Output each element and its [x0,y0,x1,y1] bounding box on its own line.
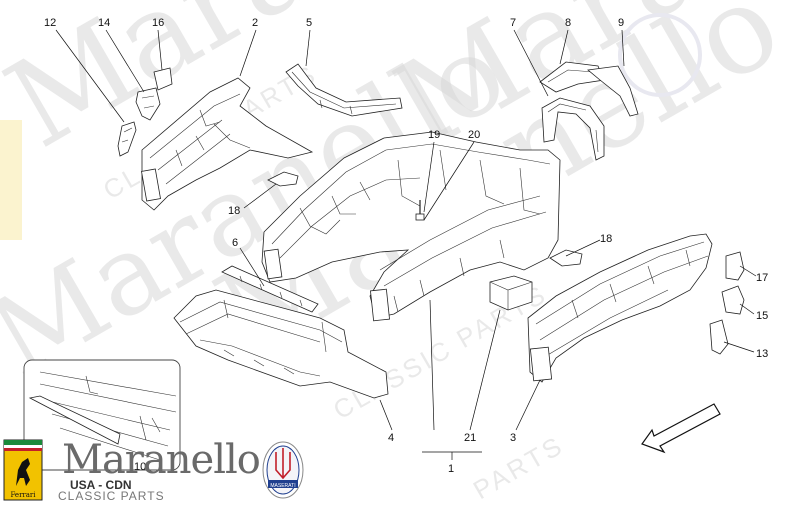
callout-2: 2 [252,17,258,29]
part-5-curved-member [285,63,403,117]
callout-18-upper: 18 [228,205,240,217]
part-13-bracket [709,319,729,355]
ferrari-badge-text: Ferrari [10,491,36,499]
callout-6: 6 [232,237,238,249]
direction-arrow-icon [641,403,721,454]
part-12-bracket [117,121,137,157]
part-9-arch-panel [587,65,639,117]
part-15-bracket [721,285,745,315]
callouts: 12 14 16 2 5 7 8 9 19 20 18 18 6 17 15 1… [44,17,768,475]
part-19-bolt [415,200,425,221]
callout-1: 1 [448,463,454,475]
leader-lines [55,29,757,460]
maserati-badge-text: MASERATI [270,483,295,489]
part-6-crossbar [221,265,319,313]
callout-12: 12 [44,17,56,29]
brand-region: USA - CDN [70,478,132,492]
callout-9: 9 [618,17,624,29]
callout-18-lower: 18 [600,233,612,245]
callout-14: 14 [98,17,110,29]
callout-3: 3 [510,432,516,444]
part-2-left-rail [141,77,314,211]
callout-4: 4 [388,432,394,444]
watermark-subword: PARTS [468,430,569,505]
callout-16: 16 [152,17,164,29]
maserati-badge-icon: MASERATI [262,441,304,499]
callout-15: 15 [756,310,768,322]
callout-19: 19 [428,129,440,141]
maserati-ghost-icon [618,13,702,97]
callout-17: 17 [756,272,768,284]
part-1-front-structure [261,131,561,322]
part-7-wheel-arch [541,97,605,161]
part-14-bracket [135,87,161,121]
callout-13: 13 [756,348,768,360]
part-18-bracket-lower [549,249,583,267]
ferrari-ghost-icon [0,120,22,240]
part-17-bracket [725,251,745,281]
part-4-bumper-beam [173,289,389,399]
part-21-block [489,275,533,311]
part-18-bracket-upper [267,171,299,187]
callout-10: 10 [134,461,146,473]
callout-5: 5 [306,17,312,29]
brand-tagline: CLASSIC PARTS [58,489,165,503]
part-3-right-rail [527,233,713,383]
callout-8: 8 [565,17,571,29]
ferrari-badge-icon: Ferrari [3,439,43,501]
callout-20: 20 [468,129,480,141]
brand-name: Maranello [62,437,261,483]
part-16-plate [153,67,173,91]
callout-7: 7 [510,17,516,29]
callout-21: 21 [464,432,476,444]
inset-detail [23,359,181,471]
